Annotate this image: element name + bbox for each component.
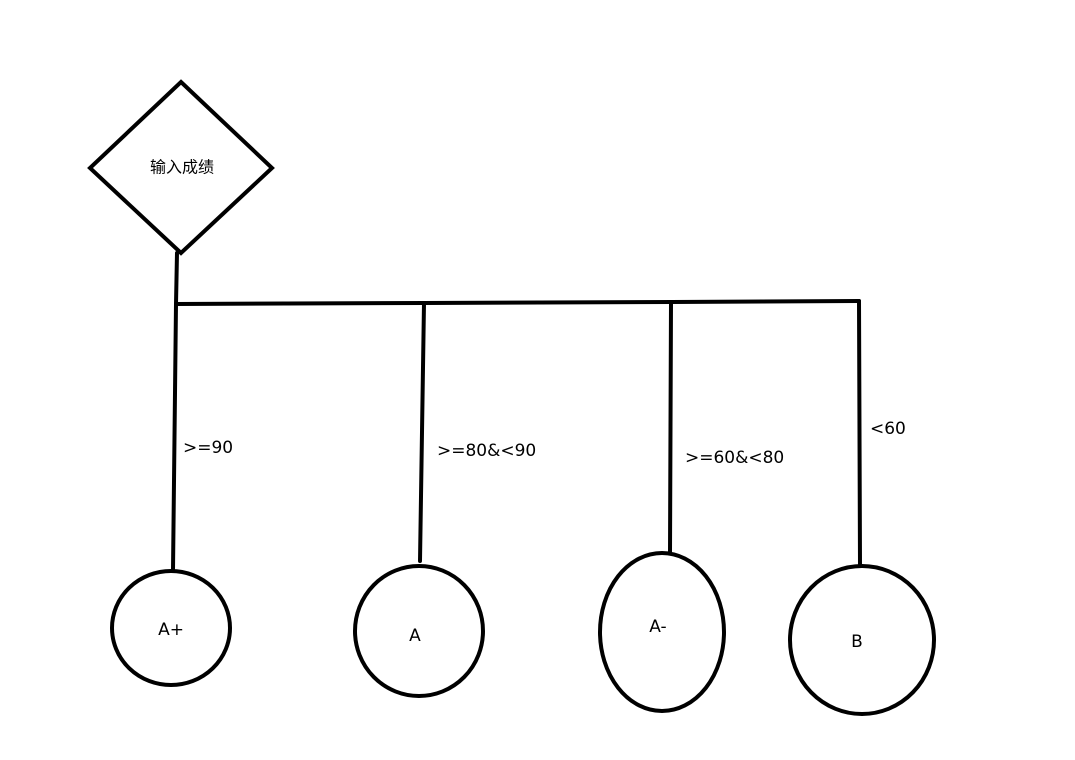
branch-4-result-label: B bbox=[851, 632, 863, 652]
start-diamond-node: 输入成绩 bbox=[87, 79, 275, 256]
branch-3-result-node bbox=[598, 551, 726, 713]
start-node-label: 输入成绩 bbox=[150, 158, 214, 177]
branch-1: >=90 A+ bbox=[110, 302, 233, 687]
branch-3-result-label: A- bbox=[649, 617, 666, 637]
branch-2: >=80&<90 A bbox=[353, 301, 536, 698]
branch-3: >=60&<80 A- bbox=[598, 300, 784, 713]
branch-1-connector bbox=[171, 302, 178, 572]
branch-1-result-label: A+ bbox=[158, 620, 184, 640]
branch-bus-line bbox=[174, 299, 861, 306]
branch-2-result-node bbox=[353, 564, 485, 698]
branch-4: <60 B bbox=[788, 299, 936, 716]
branch-4-result-node bbox=[788, 564, 936, 716]
branch-4-condition-label: <60 bbox=[870, 419, 906, 439]
branch-2-connector bbox=[418, 301, 426, 563]
branch-2-result-label: A bbox=[409, 626, 421, 646]
branch-4-connector bbox=[857, 299, 862, 567]
branch-3-connector bbox=[668, 300, 673, 555]
diamond-to-bus-connector bbox=[174, 251, 179, 306]
branch-3-condition-label: >=60&<80 bbox=[685, 448, 784, 468]
branch-1-condition-label: >=90 bbox=[183, 438, 233, 458]
branch-1-result-node bbox=[110, 569, 232, 687]
start-diamond-shape bbox=[87, 79, 275, 256]
branch-2-condition-label: >=80&<90 bbox=[437, 441, 536, 461]
